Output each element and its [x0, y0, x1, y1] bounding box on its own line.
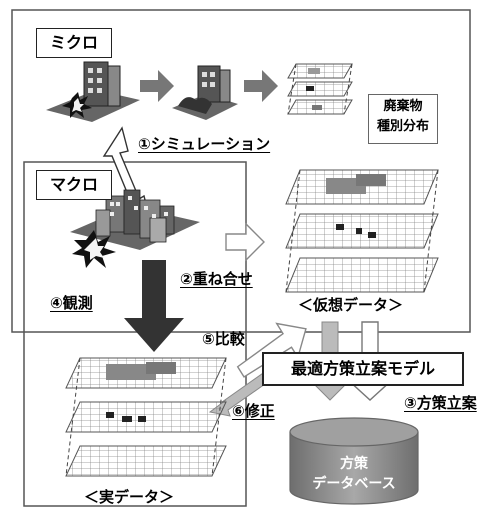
step-comparison: ⑤比較: [202, 330, 245, 348]
virtual-data-stack: [285, 169, 439, 293]
step-observation: ④観測: [50, 294, 93, 312]
grid-cell-mark: [308, 68, 320, 74]
grid-cell-mark: [138, 416, 146, 422]
waste-distribution-label: 廃棄物 種別分布: [368, 94, 438, 144]
grid-layer: [287, 81, 353, 97]
micro-damaged-building-icon: [172, 65, 238, 120]
micro-frame: [11, 9, 471, 333]
real-data-label: ＜実データ＞: [84, 488, 175, 506]
grid-cell-mark: [356, 228, 362, 234]
arrow-micro-1: [140, 70, 174, 102]
arrow-micro-2: [244, 70, 278, 102]
stack-guide: [211, 357, 227, 477]
database-label: 方策 データベース: [290, 454, 418, 494]
step-planning: ③方策立案: [404, 394, 477, 412]
database-line1: 方策: [340, 456, 368, 472]
observation-arrow: [124, 260, 184, 352]
grid-cell-mark: [122, 416, 132, 422]
step-overlay: ②重ね合せ: [180, 270, 253, 288]
grid-cell-mark: [368, 232, 376, 238]
policy-database: [289, 417, 419, 505]
grid-cell-mark: [146, 362, 176, 374]
grid-cell-mark: [106, 412, 114, 418]
model-box: 最適方策立案モデル: [262, 352, 464, 386]
macro-frame: [23, 161, 247, 507]
micro-building-icon: [46, 61, 140, 122]
grid-cell-mark: [356, 174, 386, 186]
stack-guide: [65, 357, 81, 477]
grid-cell-mark: [306, 86, 314, 91]
waste-label-line1: 廃棄物: [383, 99, 423, 114]
grid-cell-mark: [336, 224, 344, 230]
comparison-arrow: [236, 322, 307, 378]
macro-label: マクロ: [36, 170, 112, 200]
micro-layer-stack: [287, 63, 353, 115]
real-data-stack: [65, 357, 227, 477]
waste-label-line2: 種別分布: [376, 119, 429, 134]
micro-label: ミクロ: [36, 28, 112, 58]
step-correction: ⑥修正: [232, 402, 275, 420]
stack-guide: [287, 63, 297, 115]
overlay-arrow: [225, 222, 265, 262]
database-line2: データベース: [312, 476, 396, 492]
stack-guide: [343, 63, 353, 115]
virtual-data-label: ＜仮想データ＞: [298, 296, 404, 314]
grid-cell-mark: [312, 105, 322, 110]
macro-city-icon: [70, 189, 200, 268]
step-simulation: ①シミュレーション: [138, 135, 271, 153]
grid-layer: [65, 445, 227, 477]
grid-cell-mark: [106, 364, 156, 380]
grid-layer: [285, 257, 439, 293]
